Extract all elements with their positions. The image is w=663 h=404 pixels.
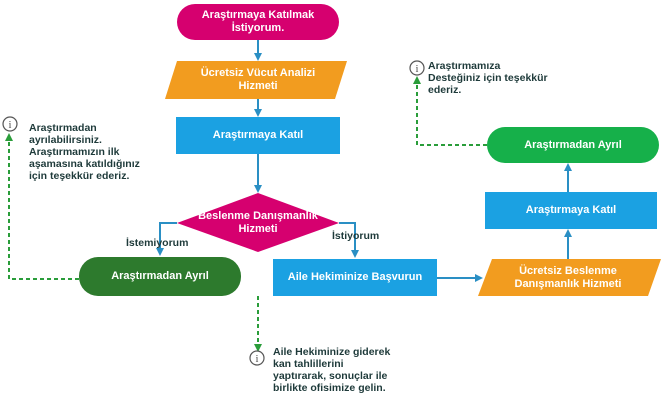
decision-node-shape [177,193,339,252]
apply-node-shape [273,259,437,296]
join-right-node-label: Araştırmaya Katıl [525,204,617,216]
svg-text:i: i [416,64,419,75]
start-node-shape [177,4,339,40]
exit-left-node-label: Araştırmadan Ayrıl [111,270,209,282]
dashed-exit-left-to-note [5,133,79,280]
exit-right-node-label: Araştırmadan Ayrıl [524,138,622,151]
svg-text:i: i [256,354,259,365]
info-icon-bottom: i [249,350,265,366]
counsel-node-label: Ücretsiz Beslenme Danışmanlık Hizmeti [514,264,622,290]
note-left: Araştırmadan ayrılabilirsiniz. Araştırma… [29,122,140,182]
counsel-node-shape [478,259,661,296]
start-node-label: Araştırmaya Katılmak İstiyorum. [201,9,315,34]
dashed-exit-right-to-note [413,76,487,146]
svg-text:i: i [9,120,12,131]
arrow-decision-to-apply [339,222,359,258]
branch-label-no: İstemiyorum [126,237,189,249]
join-left-node-shape [176,117,340,154]
exit-left-node-shape [79,257,241,296]
apply-node-label: Aile Hekiminize Başvurun [287,271,423,283]
decision-node-label: Beslenme Danışmanlık Hizmeti [198,210,318,235]
info-icon-left: i [2,116,18,132]
analysis-node-shape [165,61,347,99]
branch-label-yes: İstiyorum [332,230,380,242]
join-left-node-label: Araştırmaya Katıl [212,129,304,141]
note-top-right: Araştırmamıza Desteğiniz için teşekkür e… [428,60,548,96]
info-icon-top-right: i [409,60,425,76]
arrow-decision-to-exit-left [156,222,177,256]
exit-right-node-shape [487,127,659,163]
join-right-node-shape [485,192,657,229]
note-bottom: Aile Hekiminize giderek kan tahlillerini… [273,346,391,394]
analysis-node-label: Ücretsiz Vücut Analizi Hizmeti [200,67,316,92]
